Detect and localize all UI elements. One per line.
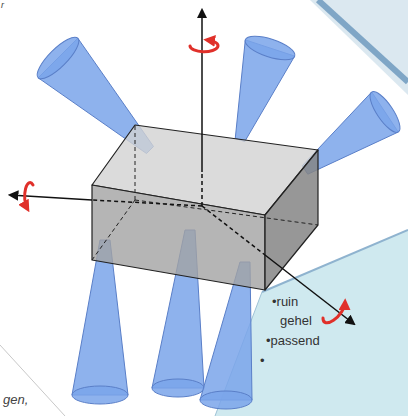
fragment-text: gen, xyxy=(3,392,28,408)
rotation-axes xyxy=(10,10,354,324)
panel-strip xyxy=(318,0,408,82)
note-text: •ruin xyxy=(272,294,298,310)
note-text: •passend xyxy=(266,333,320,349)
note-text: • xyxy=(260,353,265,369)
card-edge xyxy=(0,345,65,416)
thruster-cones xyxy=(32,31,405,409)
rotation-arrows xyxy=(25,40,345,323)
note-text: gehel xyxy=(280,313,312,329)
fragment-text: r xyxy=(1,0,4,11)
panel-corner xyxy=(310,0,408,95)
spacecraft-box xyxy=(92,125,318,290)
